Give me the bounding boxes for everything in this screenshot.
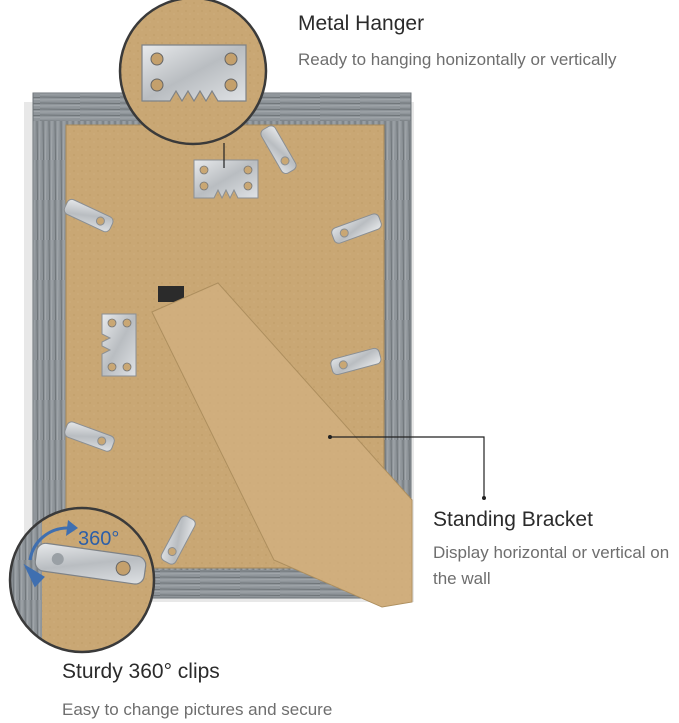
clip [160,515,196,565]
clips-description: Easy to change pictures and secure [62,700,333,719]
standing-bracket-description: Display horizontal or vertical on the wa… [433,543,670,588]
frame-clips [63,125,382,565]
standing-bracket-title: Standing Bracket [433,508,593,531]
clip [331,213,382,244]
rotation-arrow-icon [28,526,69,561]
clip [63,198,114,233]
rotation-label: 360° [78,528,119,550]
standing-bracket [151,282,413,608]
clip [64,421,115,452]
bracket-leader-line [330,436,485,498]
sawtooth-hanger [193,159,259,200]
metal-hanger-description: Ready to hanging honizontally or vertica… [298,50,617,69]
clip [330,347,382,376]
hanger-zoom-lens [118,0,268,146]
metal-hanger-title: Metal Hanger [298,12,425,35]
zoomed-sawtooth-hanger [141,44,247,103]
side-hanger [101,313,137,377]
zoomed-clip [34,542,147,585]
clips-title: Sturdy 360° clips [62,660,220,683]
clip [260,125,297,174]
